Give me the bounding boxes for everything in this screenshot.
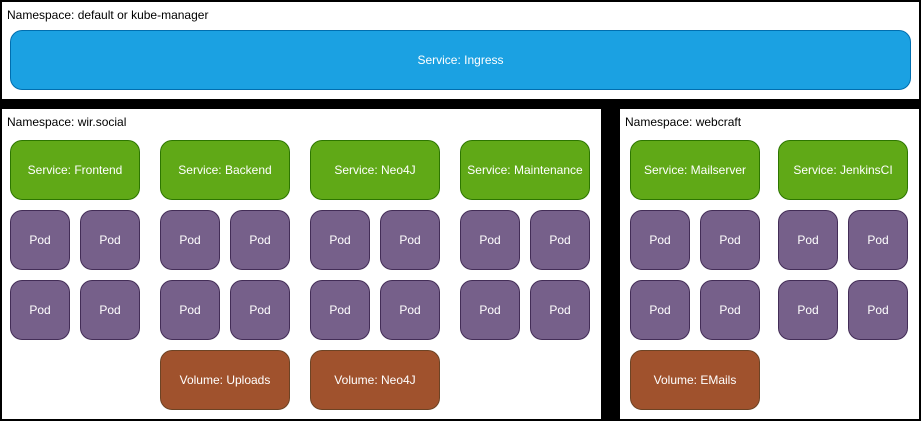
pod-box: Pod: [310, 280, 370, 340]
namespace-label: Namespace: default or kube-manager: [7, 8, 209, 22]
pod-box: Pod: [230, 210, 290, 270]
service-box-label: Service: Ingress: [417, 53, 504, 67]
pod-box: Pod: [630, 280, 690, 340]
pod-box: Pod: [778, 280, 838, 340]
pod-box: Pod: [10, 280, 70, 340]
service-box-jenkinsci: Service: JenkinsCI: [778, 140, 908, 200]
volume-box-emails: Volume: EMails: [630, 350, 760, 410]
service-box-neo4j: Service: Neo4J: [310, 140, 440, 200]
pod-box: Pod: [160, 280, 220, 340]
namespace-panel-default: Namespace: default or kube-manager Servi…: [2, 2, 919, 99]
pod-box: Pod: [630, 210, 690, 270]
pod-box: Pod: [310, 210, 370, 270]
pod-box: Pod: [230, 280, 290, 340]
service-box-mailserver: Service: Mailserver: [630, 140, 760, 200]
pod-box: Pod: [530, 280, 590, 340]
pod-box: Pod: [460, 280, 520, 340]
service-box-maintenance: Service: Maintenance: [460, 140, 590, 200]
pod-box: Pod: [160, 210, 220, 270]
namespace-label: Namespace: webcraft: [625, 115, 742, 129]
pod-box: Pod: [10, 210, 70, 270]
service-box-frontend: Service: Frontend: [10, 140, 140, 200]
pod-box: Pod: [530, 210, 590, 270]
pod-box: Pod: [460, 210, 520, 270]
pod-box: Pod: [700, 210, 760, 270]
volume-box-neo4j: Volume: Neo4J: [310, 350, 440, 410]
pod-box: Pod: [380, 210, 440, 270]
pod-box: Pod: [380, 280, 440, 340]
pod-box: Pod: [80, 210, 140, 270]
service-box-backend: Service: Backend: [160, 140, 290, 200]
pod-box: Pod: [778, 210, 838, 270]
pod-box: Pod: [700, 280, 760, 340]
pod-box: Pod: [80, 280, 140, 340]
pod-box: Pod: [848, 210, 908, 270]
service-box-ingress: Service: Ingress: [10, 30, 911, 90]
namespace-panel-webcraft: Namespace: webcraft Service: Mailserver …: [620, 109, 919, 419]
pod-box: Pod: [848, 280, 908, 340]
volume-box-uploads: Volume: Uploads: [160, 350, 290, 410]
namespace-panel-wir-social: Namespace: wir.social Service: Frontend …: [2, 109, 601, 419]
namespace-label: Namespace: wir.social: [7, 115, 127, 129]
